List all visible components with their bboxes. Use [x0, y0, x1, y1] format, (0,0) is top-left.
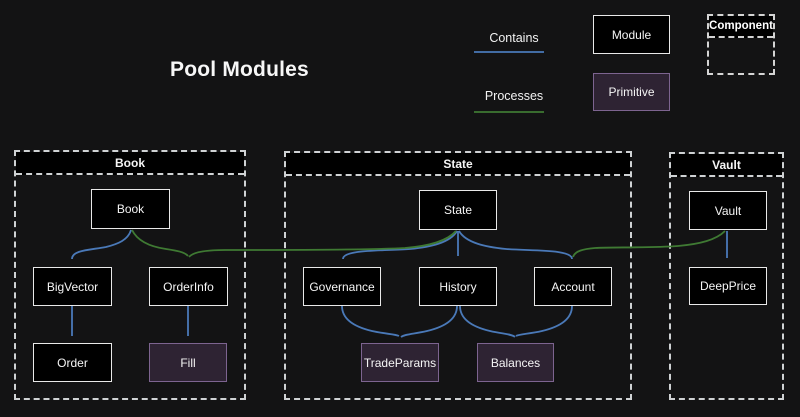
- node-bigvector: BigVector: [33, 267, 112, 306]
- node-order: Order: [33, 343, 112, 382]
- node-vault: Vault: [689, 191, 767, 230]
- node-orderinfo: OrderInfo: [149, 267, 228, 306]
- node-balances: Balances: [477, 343, 554, 382]
- legend-contains-label: Contains: [489, 31, 539, 45]
- legend-primitive-box: Primitive: [593, 73, 670, 111]
- legend-primitive-label: Primitive: [608, 85, 655, 99]
- container-state-title: State: [286, 153, 630, 176]
- node-book-label: Book: [116, 202, 145, 216]
- node-state: State: [419, 190, 497, 230]
- container-state: State: [284, 151, 632, 400]
- legend-module-box: Module: [593, 15, 670, 54]
- node-order-label: Order: [57, 355, 88, 370]
- node-fill-label: Fill: [180, 355, 196, 370]
- legend-component-label: Component: [709, 16, 773, 38]
- node-fill: Fill: [149, 343, 227, 382]
- legend-processes-label: Processes: [484, 89, 544, 103]
- node-account: Account: [534, 267, 612, 306]
- legend-component-box: Component: [707, 14, 775, 75]
- node-governance-label: Governance: [309, 279, 375, 294]
- node-vault-label: Vault: [714, 203, 742, 218]
- node-balances-label: Balances: [490, 355, 541, 370]
- node-governance: Governance: [303, 267, 381, 306]
- node-history-label: History: [439, 279, 477, 294]
- container-book-title: Book: [16, 152, 244, 175]
- node-orderinfo-label: OrderInfo: [163, 279, 214, 294]
- node-account-label: Account: [551, 279, 595, 294]
- node-tradeparams-label: TradeParams: [363, 355, 437, 370]
- node-deepprice: DeepPrice: [689, 267, 767, 305]
- page-title: Pool Modules: [170, 58, 309, 81]
- node-history: History: [419, 267, 497, 306]
- node-book: Book: [91, 189, 170, 229]
- node-state-label: State: [443, 203, 473, 217]
- node-tradeparams: TradeParams: [361, 343, 439, 382]
- container-vault-title: Vault: [671, 154, 782, 177]
- node-deepprice-label: DeepPrice: [699, 279, 757, 293]
- node-bigvector-label: BigVector: [46, 279, 99, 294]
- container-vault: Vault: [669, 152, 784, 400]
- legend-module-label: Module: [611, 27, 652, 42]
- container-book: Book: [14, 150, 246, 400]
